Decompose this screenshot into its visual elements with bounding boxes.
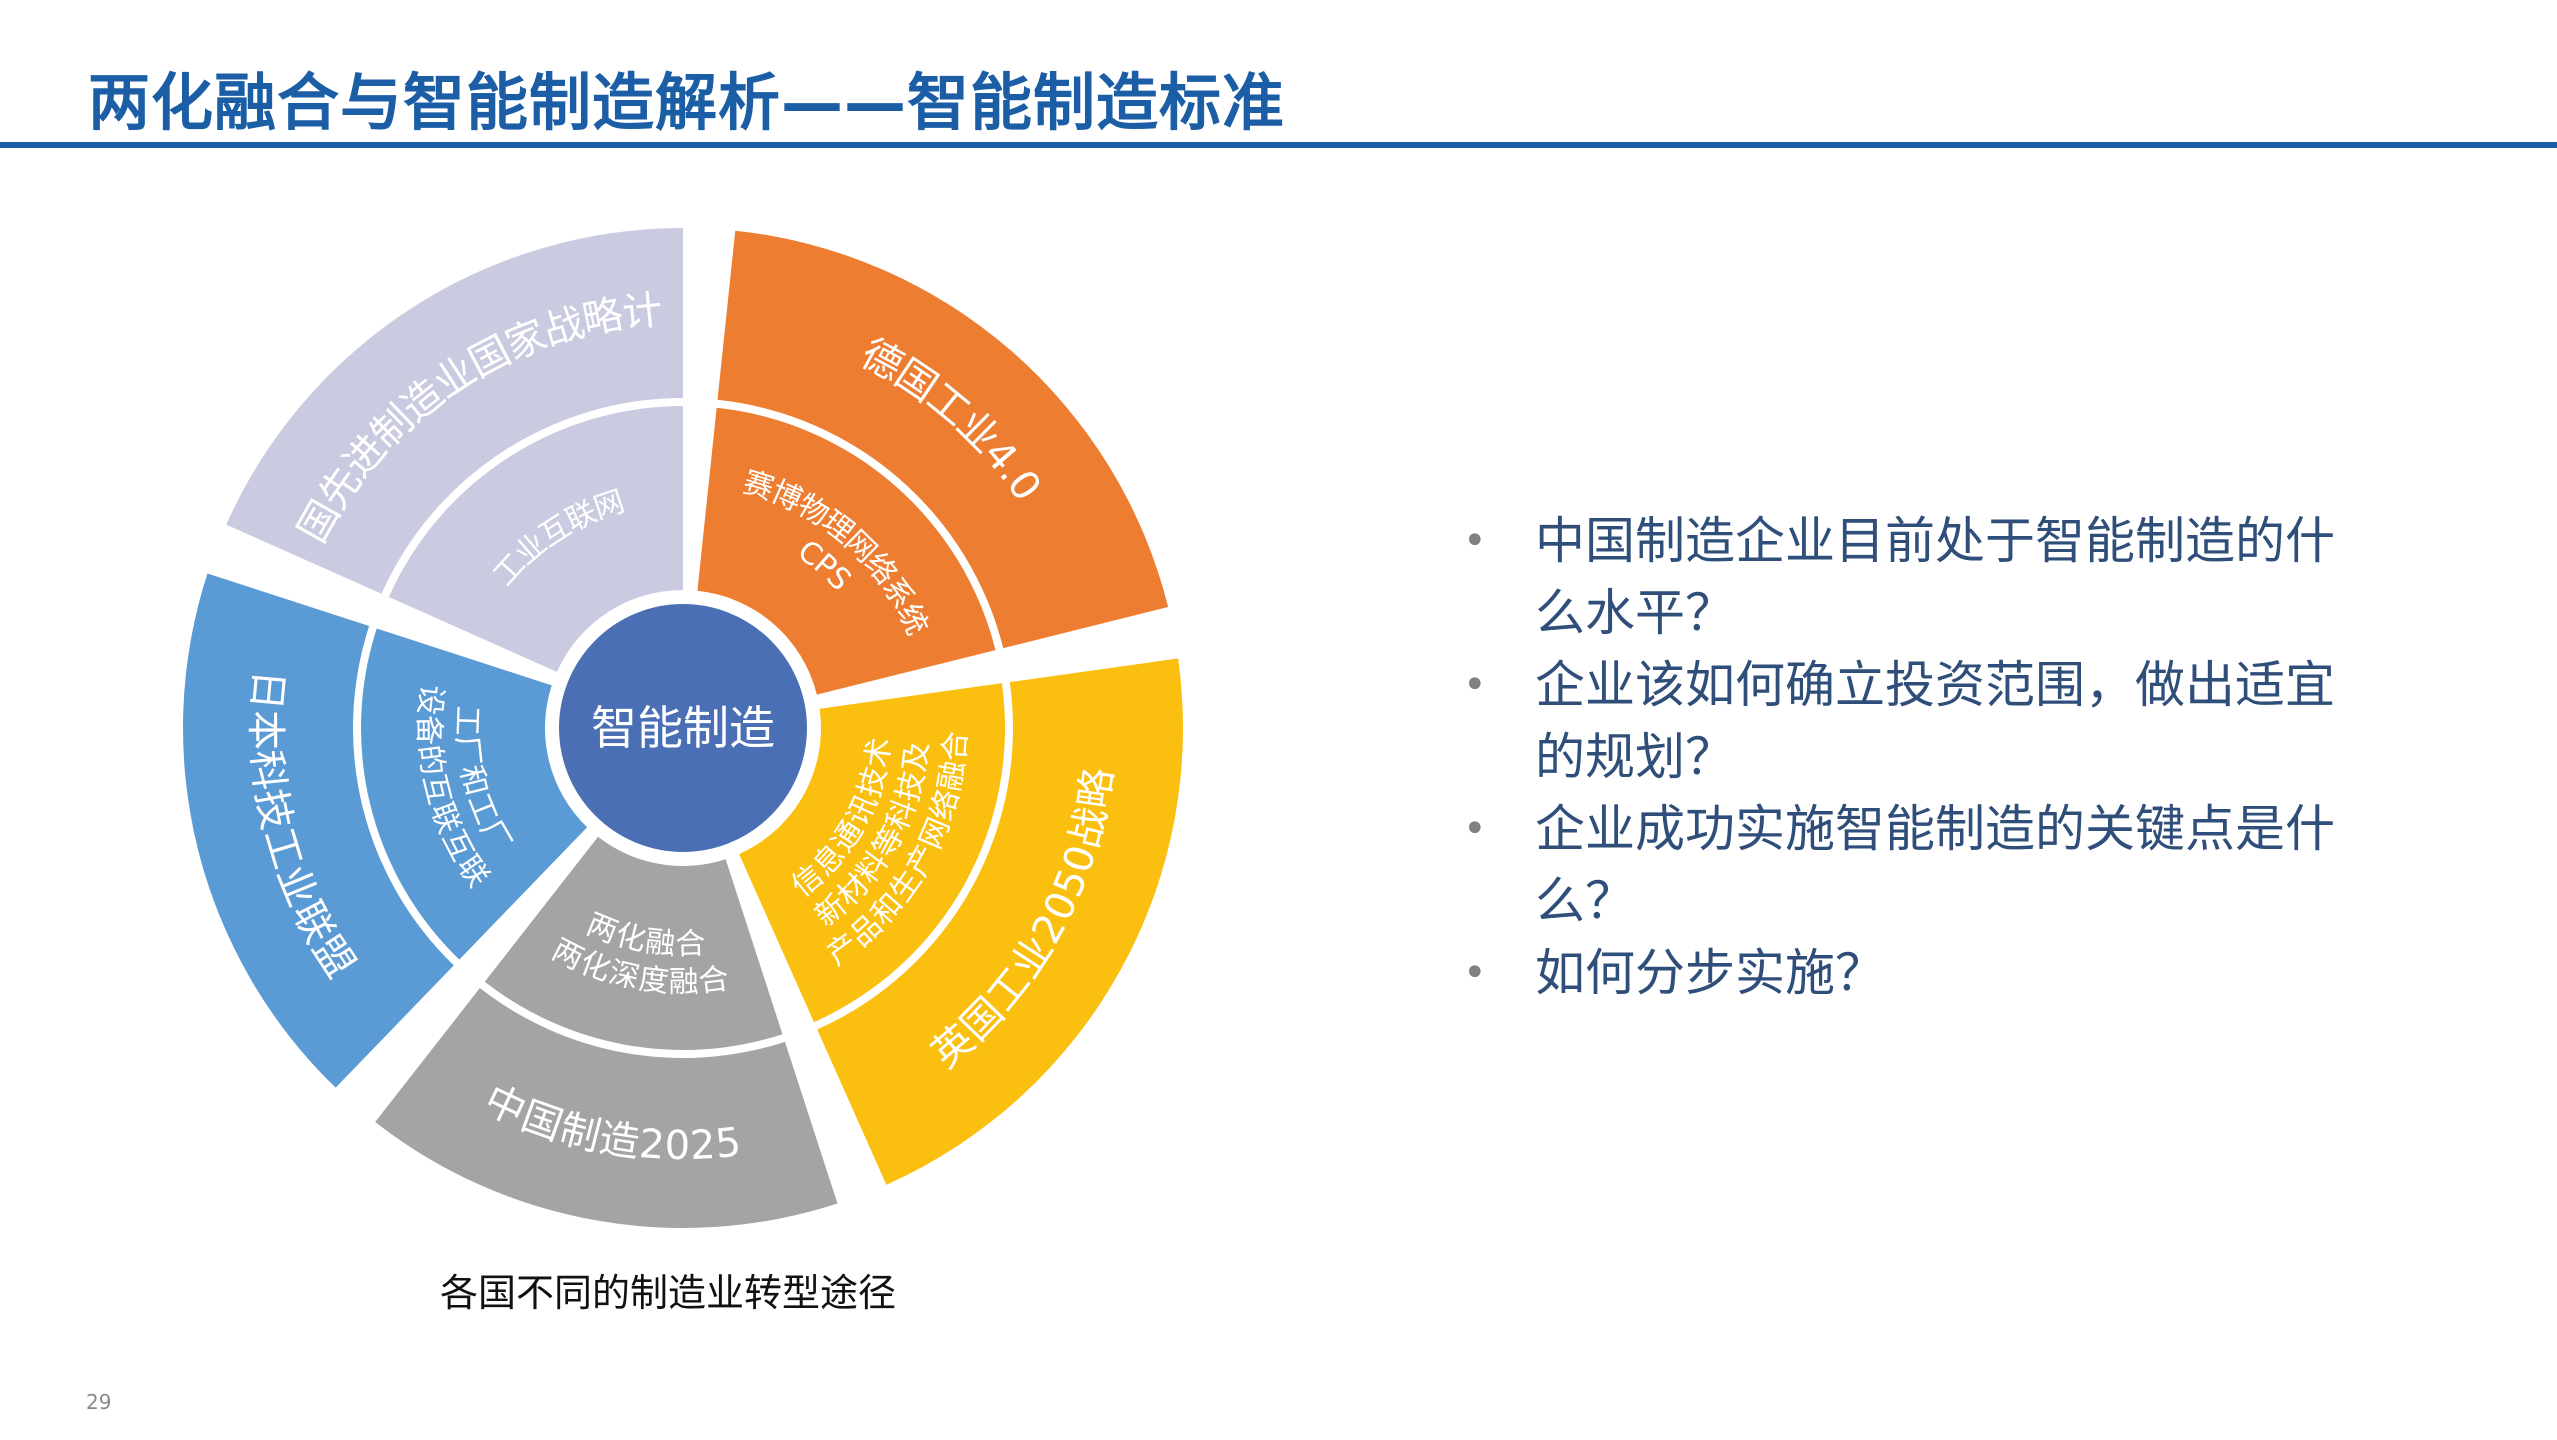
- question-list: • 中国制造企业目前处于智能制造的什么水平？ • 企业该如何确立投资范围，做出适宜的规…: [1455, 505, 2355, 1009]
- outer-segment-china: [375, 988, 838, 1228]
- title-underline: [0, 142, 2557, 148]
- question-text: 企业成功实施智能制造的关键点是什么？: [1535, 800, 2335, 930]
- bullet-dot-icon: •: [1463, 950, 1487, 996]
- outer-segment-uk: [817, 658, 1183, 1185]
- inner-segment-usa: [388, 406, 683, 672]
- slide-title: 两化融合与智能制造解析——智能制造标准: [88, 66, 1286, 139]
- smart-manufacturing-ring-diagram: 智能制造 美国先进制造业国家战略计划德国工业4.0英国工业2050战略中国制造2…: [168, 218, 1183, 1228]
- diagram-caption: 各国不同的制造业转型途径: [440, 1271, 897, 1315]
- question-item: • 企业该如何确立投资范围，做出适宜的规划？: [1455, 649, 2355, 793]
- question-item: • 中国制造企业目前处于智能制造的什么水平？: [1455, 505, 2355, 649]
- inner-segment-germany: [697, 407, 996, 695]
- outer-segment-usa: [226, 228, 683, 594]
- page-number: 29: [86, 1390, 112, 1414]
- question-text: 如何分步实施？: [1535, 944, 1885, 1002]
- inner-segment-uk: [739, 683, 1005, 1023]
- question-text: 企业该如何确立投资范围，做出适宜的规划？: [1535, 656, 2335, 786]
- inner-ring: [360, 406, 1005, 1050]
- bullet-dot-icon: •: [1463, 518, 1487, 564]
- outer-segment-japan: [182, 573, 454, 1088]
- inner-segment-china: [484, 836, 783, 1050]
- center-label: 智能制造: [591, 701, 775, 755]
- center-circle: [547, 592, 819, 864]
- question-text: 中国制造企业目前处于智能制造的什么水平？: [1535, 512, 2335, 642]
- question-item: • 企业成功实施智能制造的关键点是什么？: [1455, 793, 2355, 937]
- bullet-dot-icon: •: [1463, 806, 1487, 852]
- inner-segment-japan: [360, 628, 588, 960]
- outer-segment-germany: [717, 230, 1169, 649]
- bullet-dot-icon: •: [1463, 662, 1487, 708]
- question-item: • 如何分步实施？: [1455, 937, 2355, 1009]
- outer-ring: [182, 228, 1183, 1228]
